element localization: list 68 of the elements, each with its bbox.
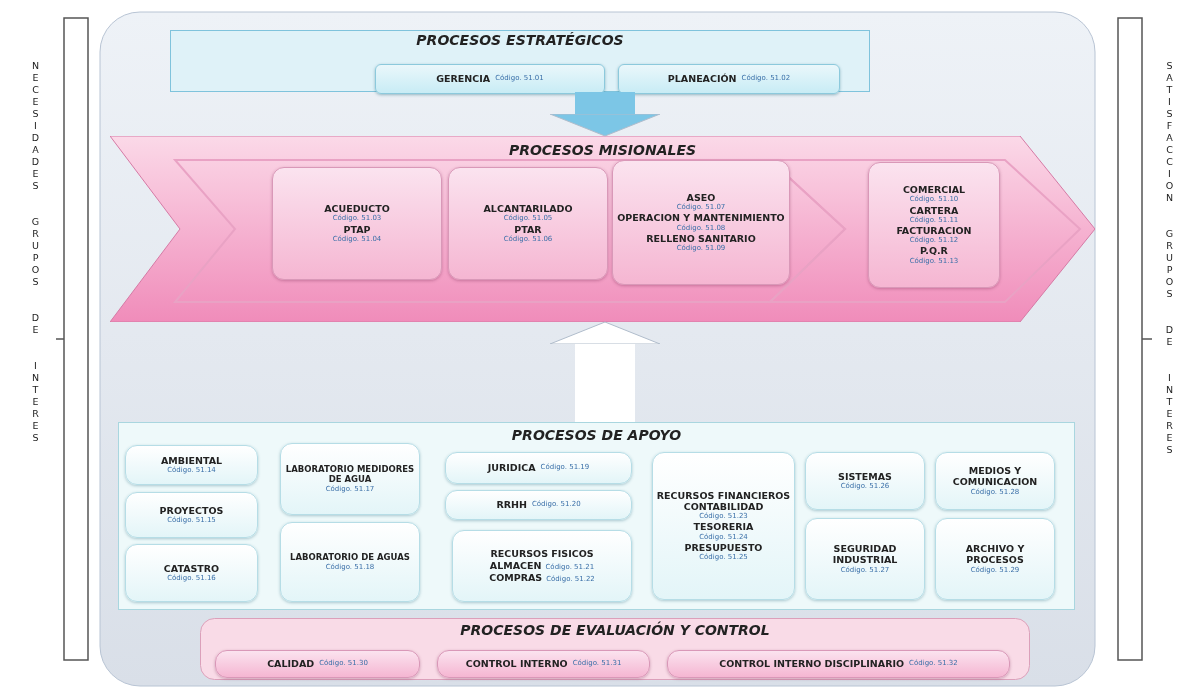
process-box (125, 492, 258, 538)
process-name: CALIDAD (267, 658, 315, 670)
block-arrow (549, 321, 661, 422)
process-name: SISTEMAS (838, 470, 892, 482)
process-name: JURIDICA (487, 462, 536, 474)
process-box (612, 160, 790, 285)
process-band (200, 618, 1030, 680)
process-box (272, 167, 442, 280)
process-name: RELLENO SANITARIO (646, 232, 756, 244)
process-name: PTAP (343, 223, 371, 235)
process-name: FACTURACION (896, 225, 972, 236)
process-name: TESORERIA (693, 521, 754, 533)
process-name: ACUEDUCTO (324, 203, 390, 214)
process-name: LABORATORIO DE AGUAS (290, 552, 410, 563)
process-name: PRESUPUESTO (684, 541, 763, 553)
process-name: SEGURIDAD INDUSTRIAL (831, 543, 899, 566)
process-name: MEDIOS Y COMUNICACION (951, 465, 1039, 488)
process-box (935, 518, 1055, 600)
process-name: CONTABILIDAD (683, 500, 764, 512)
process-name: OPERACION Y MANTENIMIENTO (617, 212, 785, 224)
process-box (375, 64, 605, 94)
process-name: COMPRAS (489, 571, 543, 584)
process-name: RRHH (496, 499, 527, 511)
process-box (448, 167, 608, 280)
process-name: RECURSOS FISICOS (490, 548, 594, 560)
process-name: COMERCIAL (902, 184, 966, 196)
process-name: ALMACEN (489, 559, 542, 571)
process-name: ARCHIVO Y PROCESOS (964, 543, 1026, 566)
process-name: RECURSOS FINANCIEROS (656, 489, 791, 501)
process-box (667, 650, 1010, 678)
process-name: ALCANTARILADO (483, 203, 573, 214)
process-box (215, 650, 420, 678)
process-name: CATASTRO (163, 562, 220, 574)
side-label: SATISFACCION GRUPOS DE INTERES (1164, 60, 1175, 456)
process-box (437, 650, 650, 678)
block-arrow (549, 92, 661, 137)
process-name: AMBIENTAL (160, 454, 223, 466)
process-name: ASEO (686, 191, 716, 203)
side-label: NECESIDADES GRUPOS DE INTERES (30, 60, 41, 444)
process-box (805, 518, 925, 600)
process-box (935, 452, 1055, 510)
process-name: GERENCIA (436, 73, 491, 85)
process-band (170, 30, 870, 92)
section-title: PROCESOS DE APOYO (510, 427, 683, 443)
process-box (445, 490, 632, 520)
process-box (652, 452, 795, 600)
chevron-arrow-band (110, 136, 1095, 322)
process-name: P.Q.R (920, 245, 948, 257)
process-box (445, 452, 632, 484)
process-box (280, 443, 420, 515)
section-title: PROCESOS DE EVALUACIÓN Y CONTROL (459, 622, 771, 638)
process-name: CARTERA (909, 204, 959, 216)
process-name: CONTROL INTERNO DISCIPLINARIO (719, 658, 905, 670)
process-box (805, 452, 925, 510)
process-box (618, 64, 840, 94)
process-box (868, 162, 1000, 288)
process-box (125, 544, 258, 602)
process-name: LABORATORIO MEDIDORES DE AGUA (284, 464, 416, 485)
process-name: PROYECTOS (159, 504, 224, 516)
process-name: PLANEACIÓN (667, 73, 737, 85)
section-title: PROCESOS MISIONALES (507, 142, 698, 158)
process-box (452, 530, 632, 602)
process-name: CONTROL INTERNO (465, 658, 568, 670)
process-box (280, 522, 420, 602)
section-title: PROCESOS ESTRATÉGICOS (415, 32, 625, 48)
process-panel (118, 422, 1075, 610)
process-box (125, 445, 258, 485)
process-name: PTAR (514, 223, 542, 235)
